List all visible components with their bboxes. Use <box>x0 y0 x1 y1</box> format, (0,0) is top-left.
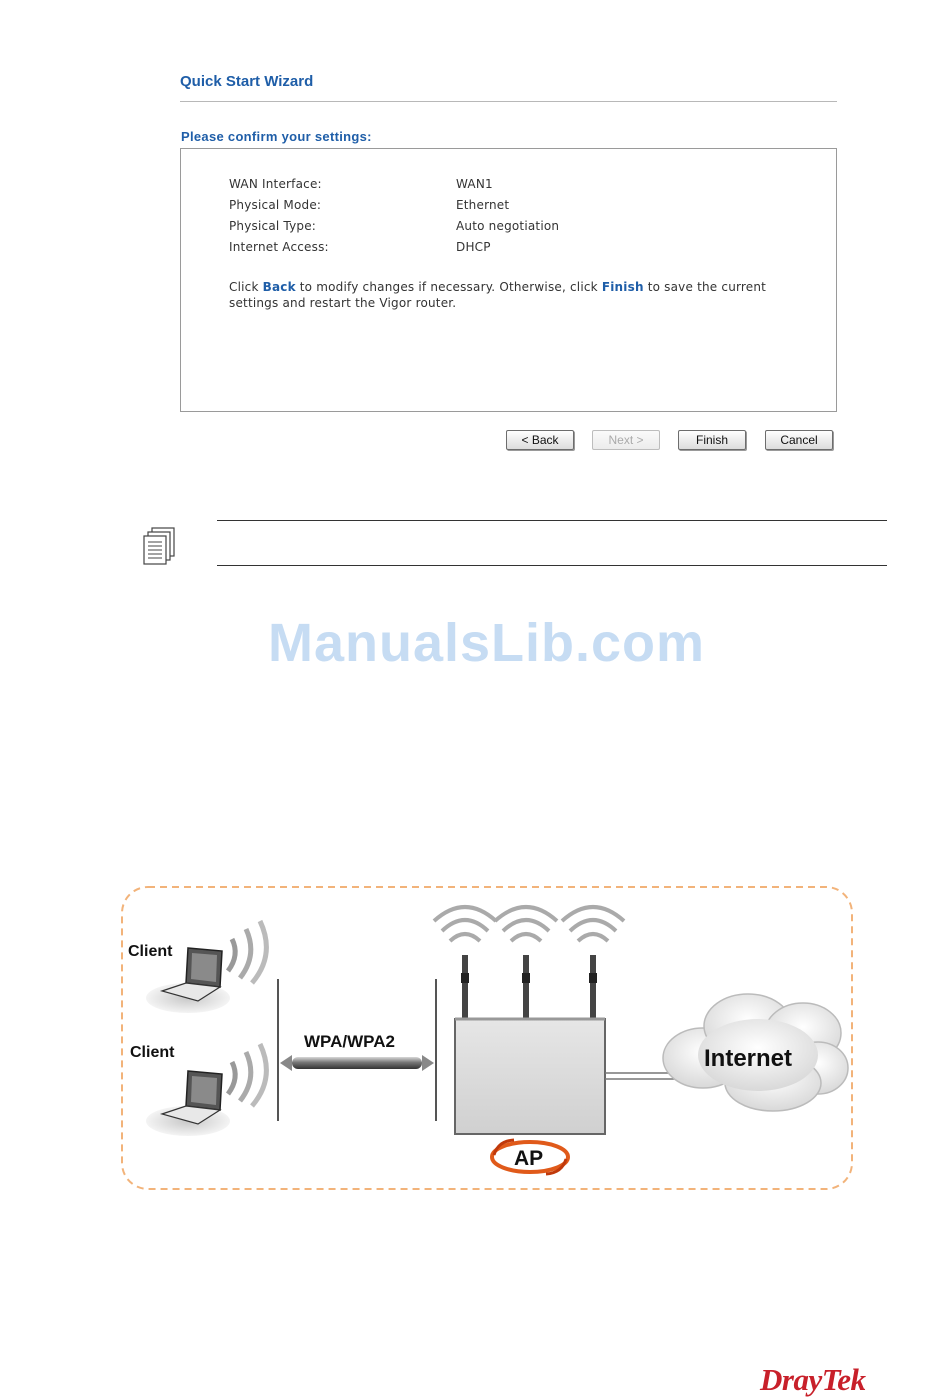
setting-label: Internet Access: <box>229 240 329 254</box>
setting-label: WAN Interface: <box>229 177 322 191</box>
access-point-device <box>454 1018 606 1135</box>
setting-label: Physical Mode: <box>229 198 322 212</box>
diagram-border <box>121 886 853 1190</box>
setting-value: Ethernet <box>456 198 510 212</box>
finish-keyword: Finish <box>601 280 644 294</box>
ap-label: AP <box>514 1147 543 1170</box>
client-label-2: Client <box>130 1044 175 1061</box>
finish-button[interactable]: Finish <box>678 430 746 450</box>
settings-panel: WAN Interface: WAN1 Physical Mode: Ether… <box>180 148 837 412</box>
next-button[interactable]: Next > <box>592 430 660 450</box>
note-part-3: to save the current settings and restart… <box>229 280 767 310</box>
client-laptop-2 <box>146 1042 269 1136</box>
title-divider <box>180 101 837 102</box>
client-label-1: Client <box>128 943 173 960</box>
setting-value: WAN1 <box>456 177 493 191</box>
client-laptop-1 <box>146 919 269 1013</box>
note-bottom-rule <box>217 565 887 566</box>
note-icon <box>143 527 175 565</box>
note-part-1: Click <box>229 280 263 294</box>
ap-badge <box>490 1138 570 1176</box>
ap-signal-waves <box>432 905 626 943</box>
internet-label: Internet <box>704 1045 792 1072</box>
back-keyword: Back <box>262 280 296 294</box>
ap-antennas <box>461 955 597 1019</box>
watermark: ManualsLib.com <box>268 613 706 673</box>
network-diagram: Client Client WPA/WPA2 <box>121 886 853 1190</box>
instruction-text: Click Back to modify changes if necessar… <box>229 279 809 311</box>
note-top-rule <box>217 520 887 521</box>
confirm-heading: Please confirm your settings: <box>181 129 372 144</box>
setting-value: Auto negotiation <box>456 219 560 233</box>
wpa-label: WPA/WPA2 <box>304 1032 395 1051</box>
note-part-2: to modify changes if necessary. Otherwis… <box>295 280 602 294</box>
wizard-title: Quick Start Wizard <box>180 73 314 90</box>
cancel-button[interactable]: Cancel <box>765 430 833 450</box>
setting-label: Physical Type: <box>229 219 317 233</box>
back-button[interactable]: < Back <box>506 430 574 450</box>
setting-value: DHCP <box>456 240 491 254</box>
internet-cloud <box>662 993 849 1112</box>
draytek-logo: DrayTek <box>760 1362 866 1397</box>
wpa-tunnel <box>280 1055 434 1071</box>
